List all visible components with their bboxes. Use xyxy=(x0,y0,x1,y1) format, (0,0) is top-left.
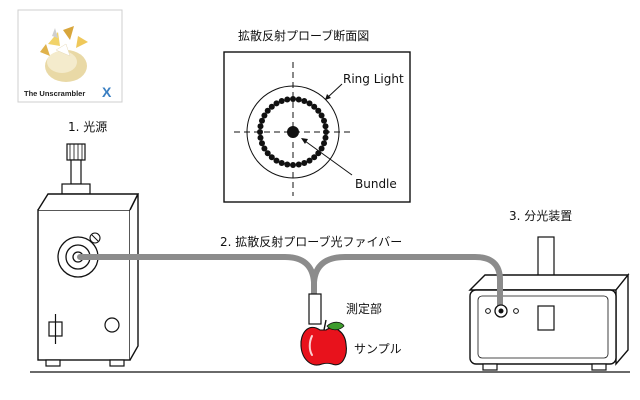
ring-light-dot xyxy=(318,145,325,152)
ring-light-dot xyxy=(258,117,265,124)
ring-light-dot xyxy=(322,123,329,130)
ring-light-dot xyxy=(306,157,313,164)
ring-light-dot xyxy=(318,112,325,119)
egg-logo-icon xyxy=(40,26,88,82)
round-button-icon xyxy=(104,317,120,333)
ring-light-dot xyxy=(261,145,268,152)
inset-title: 拡散反射プローブ断面図 xyxy=(238,28,369,43)
ring-light-dot xyxy=(301,160,308,167)
ring-light-dot xyxy=(268,103,275,110)
label-probe-head: 測定部 xyxy=(346,301,382,316)
ring-light-dot xyxy=(321,140,328,147)
label-fiber: 2. 拡散反射プローブ光ファイバー xyxy=(220,234,402,249)
bundle-arrow xyxy=(304,140,353,176)
label-spectrometer: 3. 分光装置 xyxy=(509,209,572,223)
light-source-unit xyxy=(37,143,140,367)
logo-x-mark: X xyxy=(102,84,112,100)
ring-light-dot xyxy=(322,134,329,141)
ring-light-dot xyxy=(315,107,322,114)
label-light-source: 1. 光源 xyxy=(68,120,107,134)
ring-light-dot xyxy=(321,117,328,124)
logo-product-name: The Unscrambler xyxy=(24,89,85,98)
cross-section-frame xyxy=(223,51,411,203)
ring-light-dot xyxy=(301,97,308,104)
ring-light-dot xyxy=(290,162,296,168)
ring-light-dot xyxy=(273,157,280,164)
probe-head xyxy=(308,293,322,325)
ring-light-dot xyxy=(290,96,296,102)
fiber-optic-cable xyxy=(77,254,503,313)
unscrambler-logo: The Unscrambler X xyxy=(17,9,123,103)
probe-outer-circle xyxy=(246,85,340,179)
ring-light-dot xyxy=(295,96,302,103)
ring-light-dot xyxy=(261,112,268,119)
ring-light-arrow xyxy=(326,83,343,99)
ring-light-dot xyxy=(311,154,318,161)
ring-light-dot xyxy=(257,129,263,135)
ring-light-dot xyxy=(295,161,302,168)
spectrometer-window xyxy=(537,305,555,331)
fiber-bundle-dot xyxy=(287,126,299,138)
ring-light-dot xyxy=(264,150,271,157)
ring-light-dot xyxy=(306,100,313,107)
bundle-label: Bundle xyxy=(355,177,397,191)
label-sample: サンプル xyxy=(354,342,402,356)
ring-light-dot xyxy=(323,129,329,135)
ring-light-dots xyxy=(257,96,329,168)
ring-light-dot xyxy=(278,160,285,167)
ring-light-dot xyxy=(258,140,265,147)
apple-sample-icon xyxy=(300,319,347,366)
ring-light-dot xyxy=(278,97,285,104)
ring-light-dot xyxy=(273,100,280,107)
ring-light-dot xyxy=(268,154,275,161)
ring-light-label: Ring Light xyxy=(343,72,404,86)
spectrometer-unit xyxy=(468,236,630,371)
ring-light-dot xyxy=(284,161,291,168)
ring-light-dot xyxy=(311,103,318,110)
ring-light-dot xyxy=(257,134,264,141)
ring-light-dot xyxy=(264,107,271,114)
ring-light-dot xyxy=(257,123,264,130)
ring-light-dot xyxy=(284,96,291,103)
